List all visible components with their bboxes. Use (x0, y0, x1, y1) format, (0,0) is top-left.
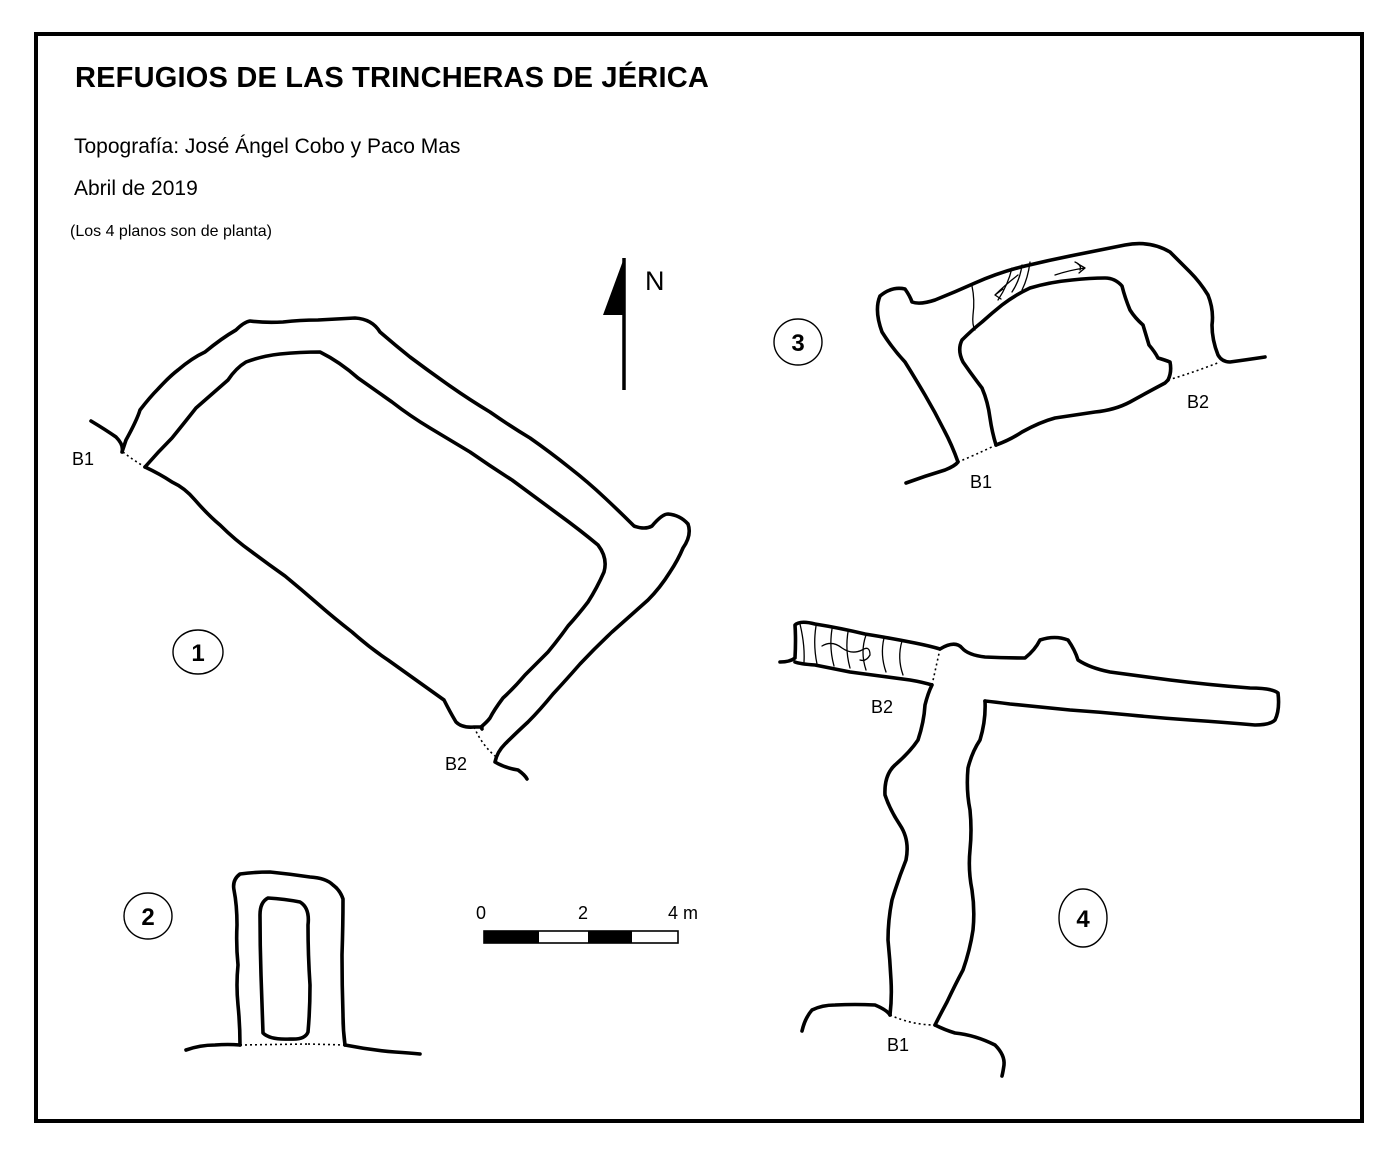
plan-3-entrance-b2-line (1167, 361, 1221, 381)
north-label: N (645, 266, 665, 296)
plan-3-entrance-b1-line (957, 444, 997, 463)
svg-text:4: 4 (1076, 906, 1090, 933)
plan-4-b2-label: B2 (871, 697, 893, 717)
plan-4-number-badge: 4 (1058, 888, 1108, 948)
plan-1-number-badge: 1 (172, 629, 224, 675)
north-arrow-icon (603, 258, 626, 390)
scale-label-4m: 4 m (668, 903, 698, 923)
plan-3-number-badge: 3 (773, 318, 823, 366)
plan-2-entrance-line-left (239, 1043, 309, 1046)
plan-4-outline (778, 620, 1281, 1078)
plan-2-number-badge: 2 (123, 892, 173, 940)
plan-1-entrance-b1-line (122, 451, 146, 468)
scale-label-0: 0 (476, 903, 486, 923)
scale-label-2: 2 (578, 903, 588, 923)
plan-3-b2-label: B2 (1187, 392, 1209, 412)
survey-date: Abril de 2019 (74, 177, 198, 200)
plan-note: (Los 4 planos son de planta) (70, 223, 272, 240)
plan-3-outline (875, 241, 1267, 485)
svg-text:2: 2 (141, 904, 154, 931)
plan-2-entrance-line-right (307, 1043, 346, 1046)
plan-3-b1-label: B1 (970, 472, 992, 492)
svg-text:3: 3 (791, 330, 804, 357)
plan-4-b1-label: B1 (887, 1035, 909, 1055)
survey-credits: Topografía: José Ángel Cobo y Paco Mas (74, 135, 461, 158)
plan-4-entrance-b1-line (889, 1014, 936, 1026)
plan-4-entrance-b2-line (931, 648, 941, 686)
plan-1-outline (89, 316, 691, 781)
plan-2-outline (184, 870, 422, 1056)
svg-text:1: 1 (191, 640, 204, 667)
plan-1-b1-label: B1 (72, 449, 94, 469)
map-frame (34, 32, 1364, 1123)
map-title: REFUGIOS DE LAS TRINCHERAS DE JÉRICA (75, 62, 709, 94)
scale-bar (483, 930, 679, 944)
plan-1-b2-label: B2 (445, 754, 467, 774)
plan-1-entrance-b2-line (473, 726, 496, 757)
